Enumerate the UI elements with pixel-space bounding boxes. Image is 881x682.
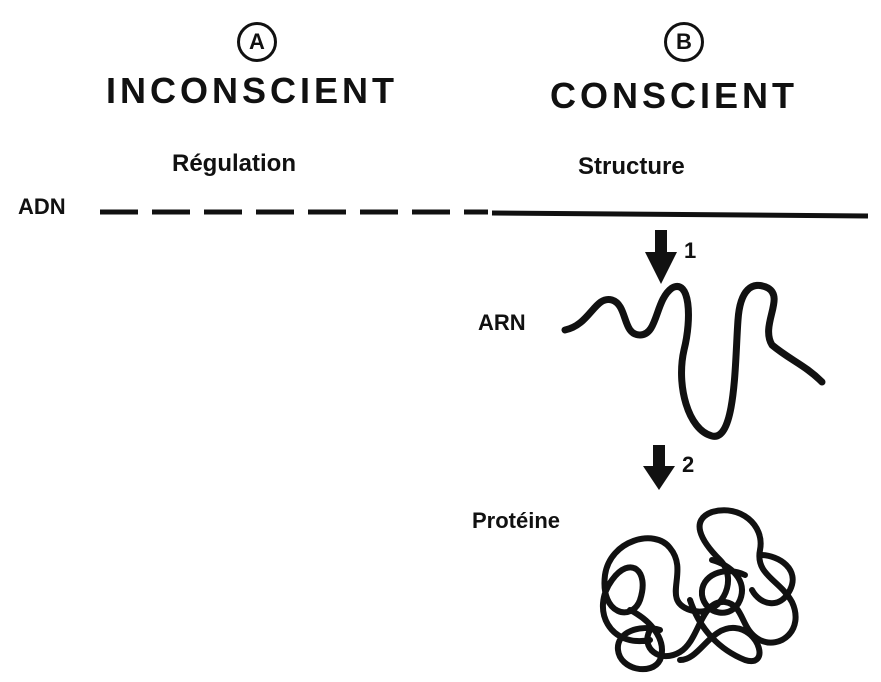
column-b-marker-letter: B xyxy=(676,29,692,54)
arn-label: ARN xyxy=(478,310,526,335)
step-1-number: 1 xyxy=(684,238,697,263)
column-a-subtitle: Régulation xyxy=(172,150,296,177)
column-a-marker: A xyxy=(237,22,277,62)
arrow-2-icon xyxy=(643,445,675,490)
column-b-subtitle: Structure xyxy=(578,153,685,180)
column-a-marker-letter: A xyxy=(249,29,265,54)
arn-strand xyxy=(561,281,826,440)
column-a-title: INCONSCIENT xyxy=(106,70,399,111)
step-2-number: 2 xyxy=(682,452,695,477)
column-b-marker: B xyxy=(664,22,704,62)
adn-structure-solid-line xyxy=(491,210,869,219)
arrow-1-icon xyxy=(645,230,677,284)
proteine-coil xyxy=(599,507,799,672)
adn-label: ADN xyxy=(18,194,66,219)
column-b-title: CONSCIENT xyxy=(550,75,799,116)
proteine-label: Protéine xyxy=(472,508,561,533)
